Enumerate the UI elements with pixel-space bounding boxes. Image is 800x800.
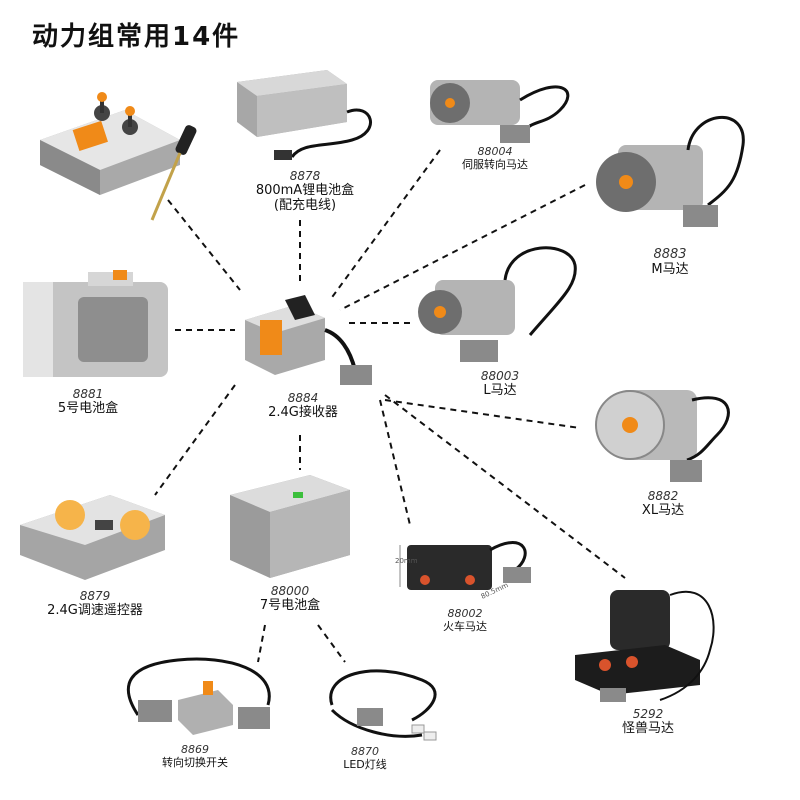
switch-name: 转向切换开关 — [162, 755, 228, 769]
speed-remote-code: 8879 — [79, 589, 111, 603]
receiver-image — [245, 295, 372, 385]
aa-battery-image — [23, 270, 168, 377]
li-battery-item — [232, 62, 382, 172]
led-name: LED灯线 — [343, 757, 387, 771]
li-battery-name: 800mA锂电池盒 — [255, 182, 355, 198]
l-motor-item — [410, 240, 585, 370]
train-motor-image — [399, 541, 531, 590]
train-motor-code: 88002 — [447, 607, 483, 620]
l-motor-caption: 88003 L马达 — [460, 369, 540, 399]
link-xl-motor — [384, 399, 581, 429]
monster-motor-image — [575, 590, 715, 702]
m-motor-caption: 8883 M马达 — [630, 247, 710, 278]
link-train — [379, 399, 411, 526]
speed-remote-name: 2.4G调速遥控器 — [47, 602, 143, 618]
m-motor-item — [588, 110, 758, 250]
servo-motor-item — [420, 70, 580, 150]
led-image — [329, 669, 437, 741]
xl-motor-code: 8882 — [647, 489, 679, 503]
receiver-code: 8884 — [287, 391, 319, 405]
ir-remote-icon — [40, 92, 180, 195]
receiver-item — [240, 290, 380, 390]
speed-remote-image — [20, 495, 165, 580]
aaa-battery-image — [230, 475, 350, 578]
screwdriver-icon — [150, 125, 197, 221]
xl-motor-name: XL马达 — [641, 502, 685, 518]
servo-motor-name: 伺服转向马达 — [462, 157, 528, 171]
aa-battery-code: 8881 — [72, 387, 104, 401]
speed-remote-caption: 8879 2.4G调速遥控器 — [35, 589, 155, 619]
receiver-caption: 8884 2.4G接收器 — [258, 391, 348, 421]
monster-motor-item — [570, 560, 720, 710]
aaa-battery-caption: 88000 7号电池盒 — [245, 584, 335, 614]
l-motor-name: L马达 — [483, 382, 517, 398]
xl-motor-image — [595, 390, 730, 482]
switch-image — [127, 657, 271, 735]
led-caption: 8870 LED灯线 — [335, 745, 395, 771]
aaa-battery-item — [225, 470, 355, 585]
ir-remote-item — [30, 85, 205, 221]
receiver-name: 2.4G接收器 — [268, 404, 338, 420]
l-motor-image — [418, 246, 577, 362]
xl-motor-caption: 8882 XL马达 — [628, 489, 698, 519]
li-battery-sub: (配充电线) — [273, 197, 337, 213]
link-servo — [329, 149, 441, 301]
l-motor-code: 88003 — [480, 369, 520, 383]
monster-motor-code: 5292 — [632, 707, 664, 721]
m-motor-code: 8883 — [653, 247, 687, 262]
speed-remote-item — [15, 480, 170, 590]
aaa-battery-code: 88000 — [270, 584, 310, 598]
m-motor-image — [596, 116, 745, 227]
servo-motor-caption: 88004 伺服转向马达 — [450, 145, 540, 171]
li-battery-image — [237, 70, 372, 160]
aa-battery-name: 5号电池盒 — [57, 400, 119, 416]
aaa-battery-name: 7号电池盒 — [259, 597, 321, 613]
train-motor-name: 火车马达 — [443, 619, 487, 633]
switch-code: 8869 — [181, 743, 209, 756]
monster-motor-caption: 5292 怪兽马达 — [608, 707, 688, 737]
m-motor-name: M马达 — [651, 261, 689, 277]
page-title: 动力组常用14件 — [32, 22, 241, 52]
servo-motor-image — [430, 80, 570, 143]
link-remote-ir — [167, 199, 241, 291]
led-item — [312, 660, 452, 750]
train-motor-caption: 88002 火车马达 — [430, 607, 500, 633]
li-battery-caption: 8878 800mA锂电池盒 (配充电线) — [240, 169, 370, 214]
train-dim-height: 20mm — [395, 557, 418, 565]
aa-battery-item — [18, 262, 178, 387]
switch-caption: 8869 转向切换开关 — [150, 743, 240, 769]
link-m-motor — [339, 184, 586, 311]
train-motor-item: 20mm 80.5mm — [395, 525, 540, 610]
led-code: 8870 — [351, 745, 379, 758]
link-remote — [154, 384, 236, 496]
li-battery-code: 8878 — [289, 169, 321, 183]
link-led — [317, 624, 346, 663]
monster-motor-name: 怪兽马达 — [621, 720, 674, 736]
switch-item — [118, 645, 288, 745]
aa-battery-caption: 8881 5号电池盒 — [48, 387, 128, 417]
xl-motor-item — [592, 375, 742, 490]
servo-motor-code: 88004 — [477, 145, 513, 158]
